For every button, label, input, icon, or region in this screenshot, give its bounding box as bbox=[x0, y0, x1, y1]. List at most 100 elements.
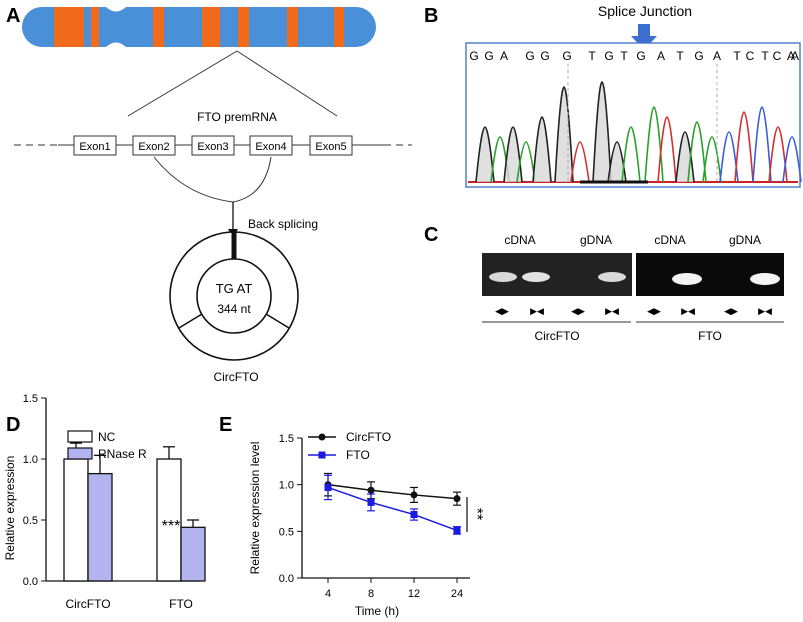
sequence-base: G bbox=[525, 49, 534, 63]
circrna-length: 344 nt bbox=[217, 302, 251, 316]
y-tick-label: 1.5 bbox=[279, 433, 294, 445]
primer-icon: ◀▶ bbox=[495, 306, 509, 316]
chromatogram-trace bbox=[468, 64, 802, 184]
legend-swatch bbox=[67, 447, 93, 460]
panel-b-letter: B bbox=[424, 5, 438, 27]
data-point bbox=[410, 511, 418, 519]
gel-band bbox=[522, 272, 550, 282]
panel-c: C cDNA gDNA cDNA gDNA ◀▶ ▶◀ ◀▶ ▶◀ ◀▶ ▶◀ … bbox=[424, 224, 784, 343]
exon-box bbox=[132, 135, 176, 156]
chromosome bbox=[22, 7, 376, 47]
legend-label: CircFTO bbox=[346, 430, 391, 444]
gel-band bbox=[489, 272, 517, 282]
sequence-base: G bbox=[484, 49, 493, 63]
primer-icon: ▶◀ bbox=[605, 306, 619, 316]
sequence-base: G bbox=[540, 49, 549, 63]
sequence-base: G bbox=[694, 49, 703, 63]
splice-arc bbox=[232, 156, 272, 203]
exon-label: Exon4 bbox=[255, 141, 286, 153]
chromosome-band bbox=[287, 7, 298, 47]
splice-junction-title: Splice Junction bbox=[598, 3, 692, 19]
trace-peak bbox=[621, 126, 641, 183]
primer-icon: ▶◀ bbox=[681, 306, 695, 316]
exon-boundary bbox=[265, 313, 290, 329]
legend-marker bbox=[318, 451, 326, 459]
significance-marker: *** bbox=[162, 518, 181, 535]
exon-label: Exon3 bbox=[197, 141, 228, 153]
y-tick-label: 1.0 bbox=[23, 454, 38, 466]
sequence-base: G bbox=[636, 49, 645, 63]
chromosome-band bbox=[153, 7, 164, 47]
y-axis-label: Relative expression level bbox=[248, 442, 262, 575]
exon-box bbox=[249, 135, 293, 156]
exon-label: Exon5 bbox=[315, 141, 346, 153]
y-tick-label: 1.0 bbox=[279, 480, 294, 492]
exon-box bbox=[73, 135, 117, 156]
data-point bbox=[367, 486, 375, 494]
gel-band bbox=[598, 272, 626, 282]
sequence-base: G bbox=[562, 49, 571, 63]
trace-peak bbox=[734, 111, 754, 183]
gel-lane-label: gDNA bbox=[580, 233, 612, 247]
trace-peak bbox=[532, 116, 552, 183]
gel-lane-label: gDNA bbox=[729, 233, 761, 247]
trace-peak bbox=[516, 141, 536, 183]
data-point bbox=[367, 498, 375, 506]
trace-peak bbox=[607, 141, 627, 183]
trace-peak bbox=[644, 106, 664, 183]
y-tick-label: 0.5 bbox=[23, 515, 38, 527]
panel-c-letter: C bbox=[424, 224, 438, 246]
exon-label: Exon1 bbox=[79, 141, 110, 153]
trace-peak bbox=[782, 136, 802, 183]
y-axis-label: Relative expression bbox=[3, 456, 17, 561]
y-tick-label: 1.5 bbox=[23, 393, 38, 405]
trace-peak bbox=[554, 86, 574, 183]
gel-lane-label: cDNA bbox=[654, 233, 685, 247]
x-tick-label: 12 bbox=[408, 588, 420, 600]
sequence-base: G bbox=[604, 49, 613, 63]
data-point bbox=[324, 483, 332, 491]
y-tick-label: 0.5 bbox=[279, 526, 294, 538]
x-tick-label: 24 bbox=[451, 588, 463, 600]
junction-sequence: TG AT bbox=[216, 281, 253, 296]
chromosome-band bbox=[202, 7, 220, 47]
legend-swatch bbox=[67, 430, 93, 443]
zoom-line bbox=[127, 50, 238, 117]
zoom-line bbox=[236, 50, 338, 117]
x-axis-label: Time (h) bbox=[355, 604, 399, 618]
trace-peak bbox=[570, 141, 590, 183]
chromosome-band bbox=[54, 7, 84, 47]
x-tick-label: CircFTO bbox=[65, 597, 110, 611]
sequence-base: T bbox=[676, 49, 684, 63]
sequence-base: T bbox=[733, 49, 741, 63]
chromosome-band bbox=[334, 7, 344, 47]
significance-marker: ** bbox=[468, 508, 485, 520]
data-point bbox=[453, 526, 461, 534]
panel-a: A FTO premRNA Exon1 Exon2 bbox=[6, 5, 412, 384]
gel-group-label: FTO bbox=[698, 329, 722, 343]
gel-band bbox=[672, 273, 702, 285]
panel-e-letter: E bbox=[219, 414, 232, 436]
legend-label: NC bbox=[98, 430, 116, 444]
primer-icon: ◀▶ bbox=[647, 306, 661, 316]
x-tick-label: FTO bbox=[169, 597, 193, 611]
chromosome-band bbox=[91, 7, 99, 47]
back-splicing-label: Back splicing bbox=[248, 217, 318, 231]
chromatogram-frame bbox=[465, 42, 801, 188]
exon-row: Exon1 Exon2 Exon3 Exon4 Exon5 bbox=[73, 135, 353, 156]
y-tick-label: 0.0 bbox=[279, 573, 294, 585]
primer-icon: ▶◀ bbox=[758, 306, 772, 316]
bar bbox=[87, 472, 113, 582]
data-point bbox=[453, 495, 461, 503]
splice-arc bbox=[153, 156, 234, 203]
exon-boundary bbox=[178, 313, 203, 329]
legend-label: FTO bbox=[346, 448, 370, 462]
trace-peak bbox=[719, 131, 739, 183]
circrna-label: CircFTO bbox=[213, 370, 258, 384]
sequence-base: G bbox=[469, 49, 478, 63]
trace-peak bbox=[702, 136, 722, 183]
